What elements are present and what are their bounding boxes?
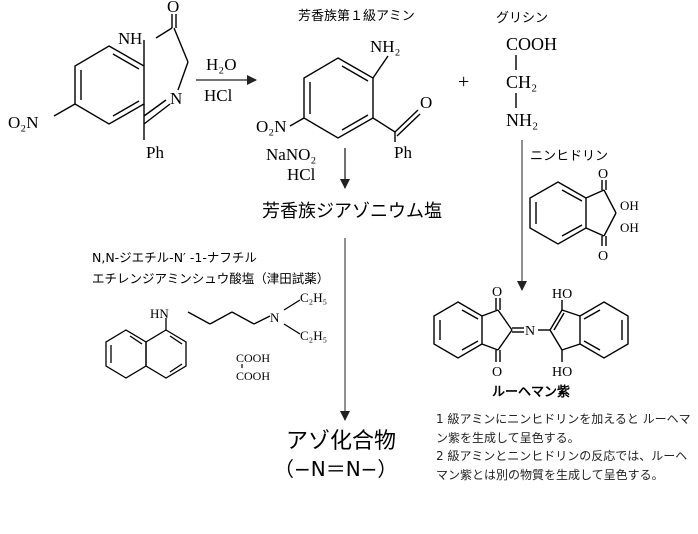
abp-o-label: O xyxy=(420,93,432,112)
benzodiazepine-structure xyxy=(53,14,189,140)
bzd-n1-label: N xyxy=(118,29,130,48)
azo-formula-label: （−N＝N−） xyxy=(274,457,397,481)
tsuda-ethyl-2: C₂H₅ xyxy=(300,328,327,343)
tsuda-reagent-name-2: エチレンジアミンシュウ酸塩（津田試薬） xyxy=(92,271,329,286)
tsuda-cooh-1: COOH xyxy=(236,351,270,365)
ruhemann-o-bottom: O xyxy=(492,365,502,380)
ruhemann-ho-top: HO xyxy=(552,287,572,302)
ninhydrin-caption: ニンヒドリン xyxy=(530,149,608,164)
bzd-nh-label: H xyxy=(130,29,142,48)
azo-compound-label: アゾ化合物 xyxy=(286,429,396,454)
ruhemann-n-label: N xyxy=(525,324,535,339)
bzd-nitro-label: O₂N xyxy=(8,113,38,132)
ruhemann-purple-caption: ルーヘマン紫 xyxy=(492,384,570,400)
diazotization-reagent-hcl: HCl xyxy=(287,165,316,184)
tsuda-hn-label: HN xyxy=(150,306,169,321)
ruhemann-o-top: O xyxy=(492,285,502,300)
ruhemann-ho-bottom: HO xyxy=(552,365,572,380)
abp-nitro-label: O₂N xyxy=(256,117,286,136)
abp-nh2-label: NH₂ xyxy=(370,37,400,56)
aminobenzophenone-structure xyxy=(289,55,421,142)
plus-sign: + xyxy=(458,71,469,93)
tsuda-cooh-2: COOH xyxy=(236,369,270,383)
hydrolysis-reagent-hcl: HCl xyxy=(204,86,233,105)
ninhydrin-oh-1: OH xyxy=(620,198,639,213)
diazonium-salt-label: 芳香族ジアゾニウム塩 xyxy=(262,201,442,222)
note-primary-amine: 1 級アミンにニンヒドリンを加えると ルーヘマン紫を生成して呈色する。 xyxy=(436,412,691,445)
ruhemann-purple-structure xyxy=(433,298,629,362)
tsuda-ethyl-1: C₂H₅ xyxy=(300,290,327,305)
glycine-caption: グリシン xyxy=(496,11,548,26)
tsuda-reagent-name-1: N,N-ジエチル-N′ -1-ナフチル xyxy=(92,250,257,265)
ninhydrin-structure xyxy=(529,180,617,246)
tsuda-n-label: N xyxy=(270,310,280,325)
ninhydrin-o-bottom: O xyxy=(598,249,608,264)
glycine-ch2-label: CH₂ xyxy=(506,72,537,92)
ninhydrin-o-top: O xyxy=(598,167,608,182)
bzd-ph-label: Ph xyxy=(146,143,164,162)
hydrolysis-reagent-h2o: H₂O xyxy=(206,55,236,74)
explanation-notes: 1 級アミンにニンヒドリンを加えると ルーヘマン紫を生成して呈色する。 2 級ア… xyxy=(436,410,694,484)
bzd-n-label: N xyxy=(170,89,182,108)
bzd-o-label: O xyxy=(167,0,179,16)
note-secondary-amine: 2 級アミンとニンヒドリンの反応では、ルーヘマン紫とは別の物質を生成して呈色する… xyxy=(436,449,688,482)
diazotization-reagent-nano2: NaNO₂ xyxy=(266,145,316,164)
tsuda-reagent-structure xyxy=(105,299,301,379)
ninhydrin-oh-2: OH xyxy=(620,220,639,235)
primary-amine-caption: 芳香族第１級アミン xyxy=(298,8,415,24)
glycine-nh2-label: NH₂ xyxy=(506,110,538,130)
glycine-cooh-label: COOH xyxy=(506,34,557,54)
abp-ph-label: Ph xyxy=(394,143,412,162)
